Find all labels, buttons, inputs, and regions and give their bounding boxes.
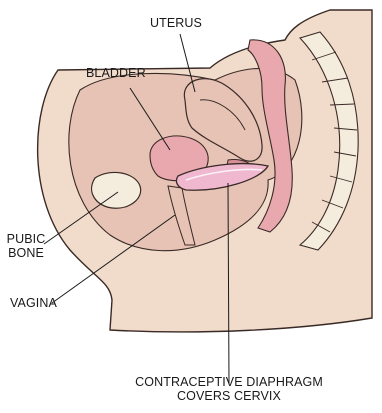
vagina-label: VAGINA xyxy=(10,296,57,310)
pubic-bone xyxy=(92,172,141,208)
pubic-bone-label: PUBIC BONE xyxy=(4,232,48,260)
uterus-label: UTERUS xyxy=(150,16,202,30)
pubic-bone-label-line2: BONE xyxy=(4,246,48,260)
pubic-bone-label-line1: PUBIC xyxy=(4,232,48,246)
bladder-label: BLADDER xyxy=(86,66,146,80)
diaphragm-label-line1: CONTRACEPTIVE DIAPHRAGM xyxy=(104,375,354,389)
diaphragm-label-line2: COVERS CERVIX xyxy=(104,389,354,403)
diaphragm-label: CONTRACEPTIVE DIAPHRAGM COVERS CERVIX xyxy=(104,375,354,403)
